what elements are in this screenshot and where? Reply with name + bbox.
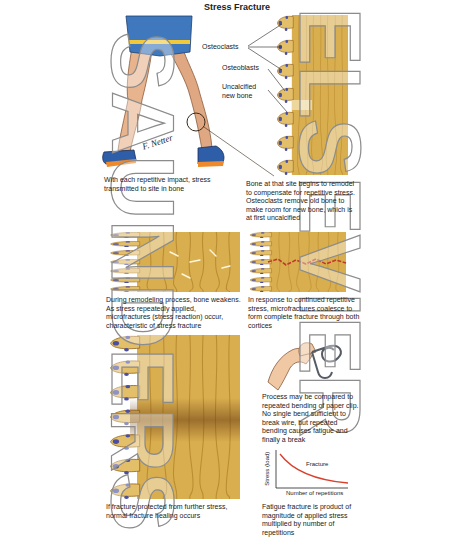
axis-label: Number of repetitions [286, 490, 343, 497]
panel-caption: If fracture protected from further stres… [106, 503, 240, 520]
runner-figure [187, 113, 205, 131]
watermark: ELSEVIER [287, 7, 374, 437]
runner-figure [204, 127, 274, 176]
fatigue-graph [280, 454, 348, 483]
panel-caption: Process may be compared to repeated bend… [262, 393, 362, 444]
diagram-title: Stress Fracture [204, 2, 270, 12]
part-label: Osteoblasts [222, 64, 272, 73]
panel-caption: In response to continued repetitive stre… [248, 296, 360, 330]
weakened-bone-panel [210, 250, 216, 256]
bone-remodeling-panel [268, 90, 287, 112]
weakened-bone-panel [222, 266, 230, 268]
panel-caption: During remodeling process, bone weakens.… [106, 296, 242, 330]
panel-caption: With each repetitive impact, stress tran… [104, 176, 222, 193]
curve-label: Fracture [306, 461, 328, 468]
fatigue-graph [276, 488, 348, 489]
weakened-bone-panel [190, 260, 200, 262]
bone-remodeling-panel [248, 47, 282, 48]
panel-caption: Fatigue fracture is product of magnitude… [262, 503, 366, 537]
fatigue-graph [276, 450, 277, 488]
watermark: SAUNDERS [97, 32, 186, 532]
bone-remodeling-panel [248, 24, 282, 46]
part-label: Osteoclasts [202, 43, 252, 52]
bone-remodeling-panel [268, 69, 285, 91]
part-label: Uncalcified new bone [222, 83, 270, 100]
panel-caption: Bone at that site begins to remodel to c… [246, 180, 358, 223]
fatigue-graph [276, 450, 348, 488]
runner-figure [198, 161, 224, 167]
axis-label: Stress (load) [264, 452, 271, 486]
